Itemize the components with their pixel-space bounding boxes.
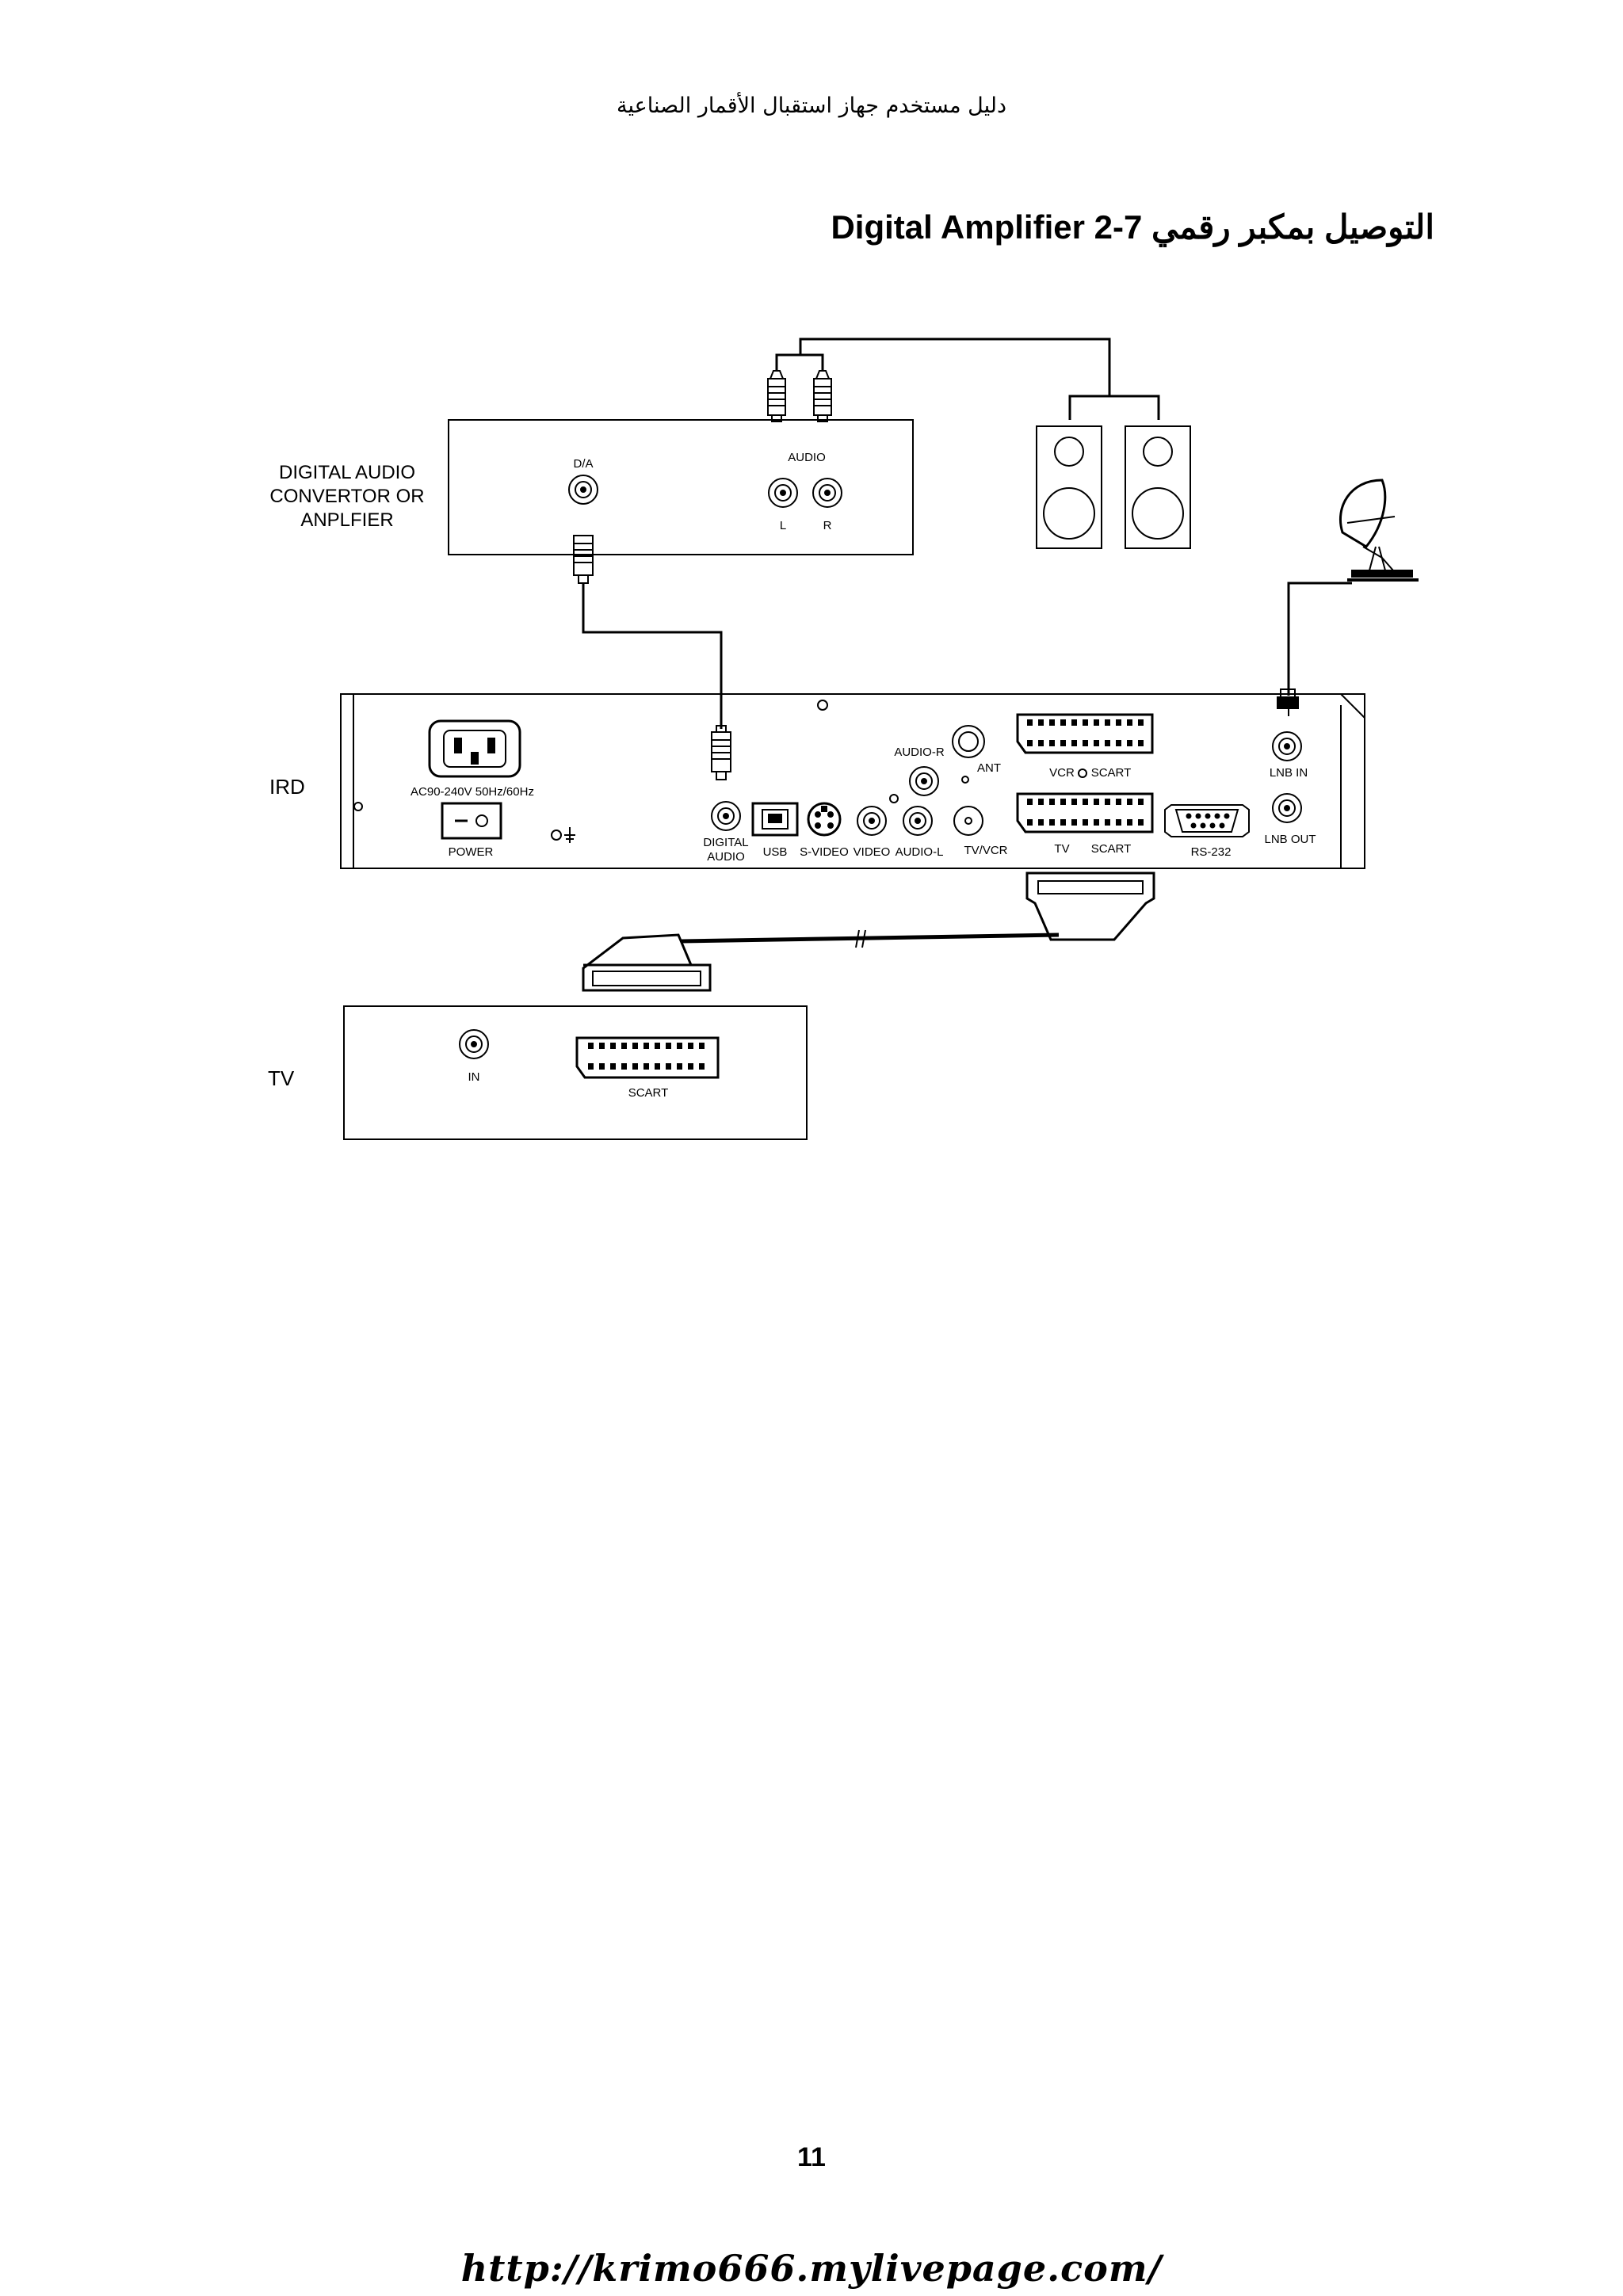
- rca-plug-icon: [573, 535, 594, 584]
- tv-in-port: [459, 1029, 489, 1059]
- rs232-label: RS-232: [1191, 845, 1232, 859]
- vcr-scart-port: [1016, 713, 1154, 754]
- section-number: 7-2: [1094, 208, 1143, 246]
- scart-plug-icon: [582, 933, 712, 992]
- amplifier-label: ANPLFIER: [300, 509, 393, 531]
- digital-audio-label: DIGITAL: [703, 836, 748, 849]
- audio-l-port: [768, 478, 798, 508]
- ant-label: ANT: [977, 761, 1001, 775]
- audio-port-label: AUDIO: [788, 451, 826, 464]
- usb-port-icon: [751, 802, 799, 837]
- tv-scart-label: SCART: [628, 1086, 669, 1100]
- tvvcr-port: [953, 806, 983, 836]
- rca-plug-icon: [813, 370, 832, 422]
- svideo-label: S-VIDEO: [800, 845, 849, 859]
- tv-unit: TV IN SCART: [268, 1005, 808, 1140]
- audio-r-port-ird: [909, 766, 939, 796]
- tvvcr-label: TV/VCR: [964, 844, 1007, 857]
- audio-r-label: AUDIO-R: [894, 746, 945, 759]
- power-label: POWER: [449, 845, 494, 859]
- section-title-en: Digital Amplifier: [831, 208, 1085, 246]
- usb-label: USB: [763, 845, 788, 859]
- amplifier-label: DIGITAL AUDIO: [279, 462, 415, 483]
- lnb-in-port: [1272, 731, 1302, 761]
- ground-icon: [551, 827, 575, 843]
- section-title-ar: التوصيل بمكبر رقمي: [1151, 208, 1434, 246]
- amplifier-unit: DIGITAL AUDIO CONVERTOR OR ANPLFIER D/A …: [269, 419, 914, 555]
- da-port: [568, 475, 598, 505]
- lnb-out-port: [1272, 793, 1302, 823]
- power-spec-label: AC90-240V 50Hz/60Hz: [411, 785, 534, 799]
- tv-scart-port: [1016, 792, 1154, 833]
- rca-plug-icon: [767, 370, 786, 422]
- power-switch: [441, 802, 502, 840]
- audio-r-port: [812, 478, 842, 508]
- page-header: دليل مستخدم جهاز استقبال الأقمار الصناعي…: [616, 93, 1007, 118]
- video-port: [857, 806, 887, 836]
- section-title: Digital Amplifier التوصيل بمكبر رقمي 7-2: [831, 208, 1434, 246]
- amplifier-label: CONVERTOR OR: [269, 486, 424, 507]
- audio-right-label: R: [823, 519, 832, 532]
- tv-label-ird: TV: [1054, 842, 1069, 856]
- lnb-out-label: LNB OUT: [1264, 833, 1316, 846]
- vcr-label: VCR: [1049, 766, 1075, 780]
- tv-in-label: IN: [468, 1070, 480, 1084]
- speaker-right-icon: [1125, 425, 1191, 549]
- tv-scart-port: [575, 1036, 720, 1079]
- satellite-dish-icon: [1338, 479, 1419, 582]
- speaker-left-icon: [1036, 425, 1102, 549]
- power-socket-icon: [428, 719, 521, 778]
- footer-url[interactable]: http://krimo666.mylivepage.com/: [460, 2247, 1163, 2290]
- rs232-port-icon: [1164, 804, 1250, 837]
- audio-l-label: AUDIO-L: [896, 845, 944, 859]
- vcr-scart-label: SCART: [1091, 766, 1132, 780]
- ant-port: [952, 725, 985, 758]
- rca-plug-icon: [711, 725, 731, 780]
- audio-left-label: L: [780, 519, 786, 532]
- digital-audio-port: [711, 801, 741, 831]
- tv-label: TV: [268, 1066, 295, 1090]
- ird-label: IRD: [269, 775, 305, 799]
- video-label: VIDEO: [854, 845, 891, 859]
- lnb-in-label: LNB IN: [1270, 766, 1308, 780]
- audio-l-port-ird: [903, 806, 933, 836]
- da-port-label: D/A: [573, 457, 593, 471]
- tv-scart-label-ird: SCART: [1091, 842, 1132, 856]
- ird-unit: IRD AC90-240V 50Hz/60Hz POWER DIGITAL: [269, 693, 1365, 869]
- f-connector-icon: [1277, 688, 1299, 716]
- page-number: 11: [797, 2142, 826, 2172]
- digital-audio-label: AUDIO: [707, 850, 745, 864]
- scart-plug-icon: [1025, 871, 1155, 941]
- svideo-port: [807, 802, 842, 837]
